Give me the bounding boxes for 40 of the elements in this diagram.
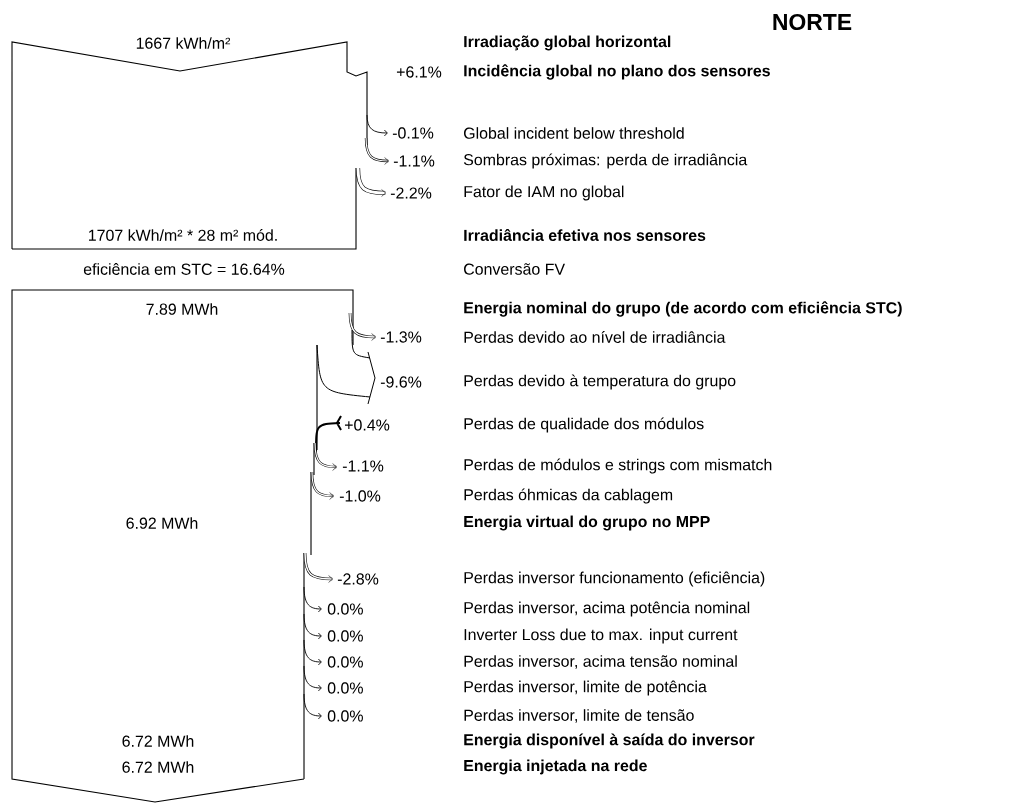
row-label: Sombras próximas: perda de irradiância	[463, 153, 748, 169]
percent-label: 0.0%	[327, 710, 363, 722]
row-label: Perdas de qualidade dos módulos	[464, 417, 704, 433]
percent-label: +0.4%	[345, 419, 390, 431]
row-label: Energia disponível à saída do inversor	[464, 733, 755, 749]
row-label: Perdas de módulos e strings com mismatch	[464, 458, 772, 474]
percent-label: -1.1%	[393, 155, 435, 167]
row-label: Incidência global no plano dos sensores	[464, 64, 770, 80]
percent-label: 0.0%	[327, 603, 363, 615]
row-label: Irradiação global horizontal	[464, 35, 671, 51]
title: NORTE	[773, 13, 852, 31]
row-label: Conversão FV	[464, 263, 565, 275]
flow-band: 1667 kWh/m² 1707 kWh/m² * 28 m² mód.	[11, 37, 368, 250]
row-label: Fator de IAM no global	[464, 185, 624, 201]
percent-label: -2.2%	[390, 187, 432, 199]
percent-label: -1.3%	[380, 331, 422, 343]
percent-label: -2.8%	[337, 573, 379, 585]
row-label: Perdas inversor, acima potência nominal	[464, 601, 750, 617]
row-label: Global incident below threshold	[464, 127, 684, 139]
row-label: Perdas devido à temperatura do grupo	[464, 374, 736, 390]
row-label: Perdas inversor, acima tensão nominal	[464, 655, 737, 669]
percent-label: -1.1%	[342, 460, 384, 472]
value-label: eficiência em STC = 16.64%	[83, 263, 285, 275]
row-label: Energia injetada na rede	[464, 759, 647, 775]
row-label: Inverter Loss due to max. input current	[464, 628, 738, 644]
row-label: Perdas inversor, limite de potência	[464, 680, 707, 696]
percent-label: -0.1%	[392, 127, 434, 139]
percent-label: 0.0%	[327, 682, 363, 694]
percent-label: 0.0%	[327, 630, 363, 642]
percent-label: -1.0%	[339, 490, 381, 502]
row-label: Perdas óhmicas da cablagem	[464, 488, 673, 504]
percent-label: +6.1%	[396, 66, 442, 78]
percent-label: 0.0%	[327, 656, 363, 668]
row-label: Energia virtual do grupo no MPP	[464, 515, 710, 531]
row-label: Perdas devido ao nível de irradiância	[464, 331, 726, 343]
row-label: Perdas inversor, limite de tensão	[464, 709, 694, 723]
row-label: Energia nominal do grupo (de acordo com eficiência STC)	[464, 301, 902, 317]
row-label: Perdas inversor funcionamento (eficiência)	[464, 571, 765, 587]
percent-label: -9.6%	[380, 376, 422, 388]
row-label: Irradiância efetiva nos sensores	[464, 228, 706, 242]
